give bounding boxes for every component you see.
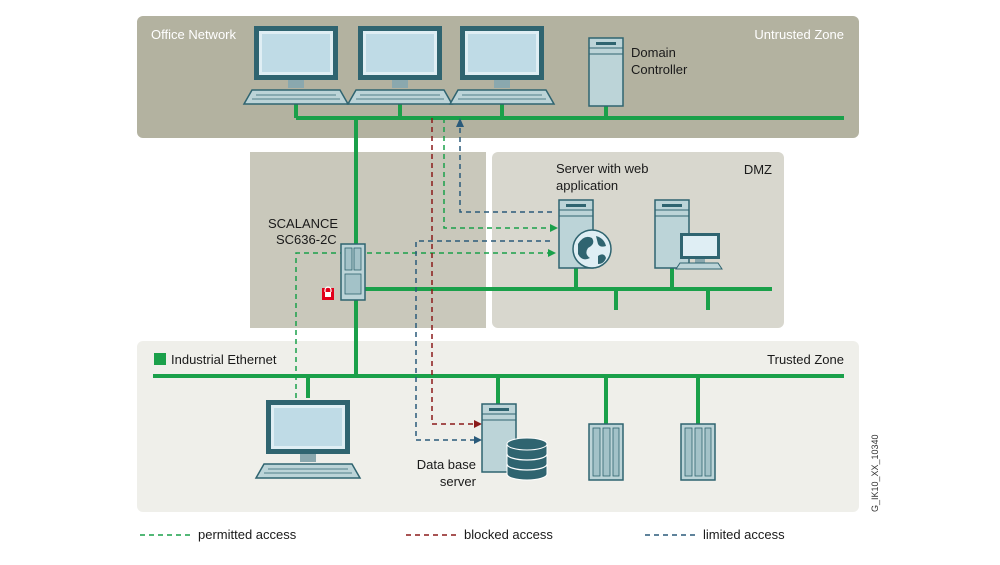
globe-icon bbox=[572, 229, 612, 269]
dmz-monitor-icon bbox=[675, 233, 723, 270]
network-lines bbox=[153, 102, 844, 425]
office-pc-1-icon bbox=[243, 25, 349, 105]
domain-controller-label-line1: Domain bbox=[631, 45, 676, 60]
office-pc-2-icon bbox=[347, 25, 453, 105]
plc-1-icon bbox=[588, 423, 624, 481]
office-network-label: Office Network bbox=[151, 27, 237, 42]
scalance-device-icon bbox=[340, 243, 366, 301]
legend-blocked-label: blocked access bbox=[464, 527, 553, 542]
untrusted-zone-label: Untrusted Zone bbox=[754, 27, 844, 42]
domain-controller-icon bbox=[588, 37, 624, 107]
dmz-zone-panel bbox=[492, 152, 784, 328]
scalance-label-line1: SCALANCE bbox=[268, 216, 338, 231]
permitted-access-paths bbox=[295, 118, 552, 398]
industrial-ethernet-marker bbox=[154, 353, 166, 365]
scalance-label-line2: SC636-2C bbox=[276, 232, 337, 247]
web-server-label-line2: application bbox=[556, 178, 618, 193]
db-server-label-line1: Data base bbox=[417, 457, 476, 472]
scalance-zone-panel bbox=[250, 152, 486, 328]
arrowheads bbox=[456, 118, 558, 444]
lock-icon bbox=[322, 286, 334, 300]
industrial-ethernet-label: Industrial Ethernet bbox=[171, 352, 277, 367]
figure-id: G_IK10_XX_10340 bbox=[870, 434, 880, 512]
domain-controller-label-line2: Controller bbox=[631, 62, 688, 77]
legend-permitted-label: permitted access bbox=[198, 527, 297, 542]
database-icon bbox=[506, 437, 548, 481]
trusted-zone-label: Trusted Zone bbox=[767, 352, 844, 367]
db-server-label-line2: server bbox=[440, 474, 477, 489]
web-server-label-line1: Server with web bbox=[556, 161, 648, 176]
plc-2-icon bbox=[680, 423, 716, 481]
legend: permitted access blocked access limited … bbox=[140, 527, 785, 542]
office-pc-3-icon bbox=[449, 25, 555, 105]
trusted-pc-icon bbox=[255, 399, 361, 479]
legend-limited-label: limited access bbox=[703, 527, 785, 542]
blocked-access-path bbox=[431, 118, 476, 425]
dmz-label: DMZ bbox=[744, 162, 772, 177]
limited-access-paths bbox=[415, 124, 552, 441]
